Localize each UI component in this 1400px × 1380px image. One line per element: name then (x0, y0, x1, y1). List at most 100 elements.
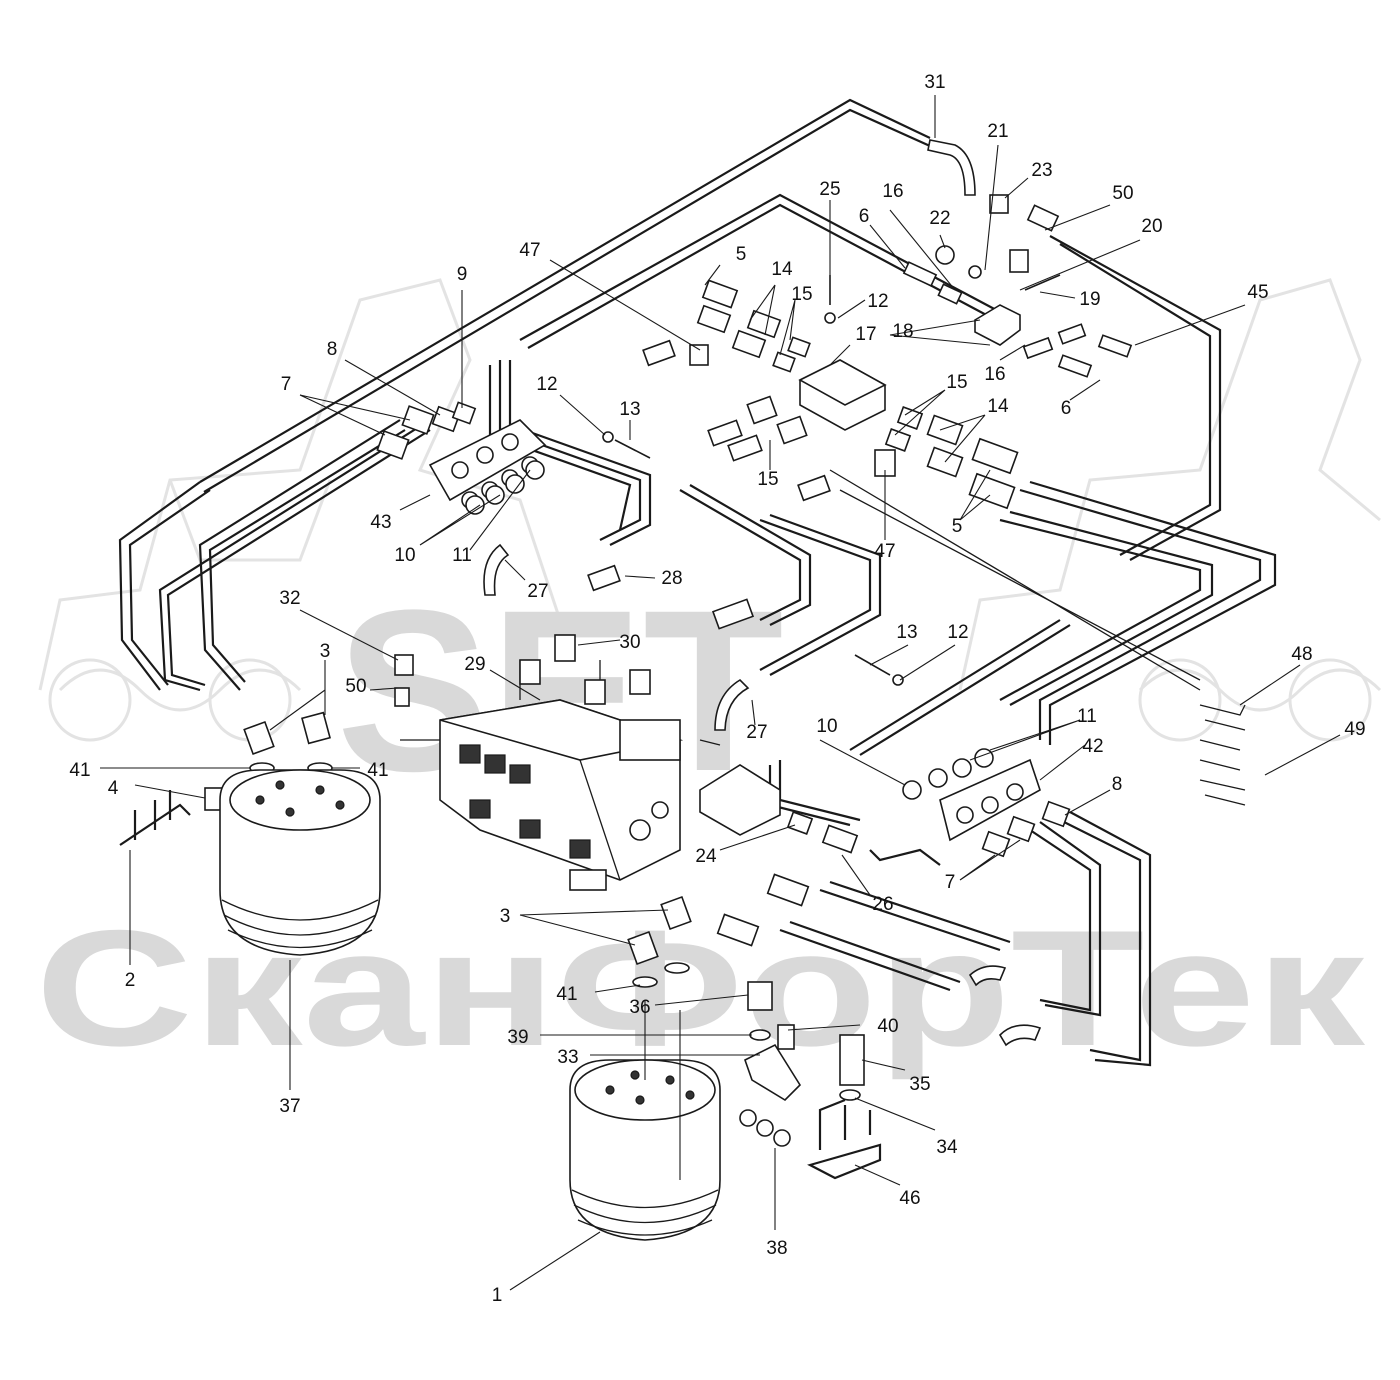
elbow-30 (554, 634, 576, 662)
callout-50-left: 50 (345, 676, 366, 697)
callout-17: 17 (855, 324, 876, 345)
adapter-50-top (1026, 204, 1060, 232)
callout-8-right: 8 (1112, 774, 1123, 795)
plug-22 (935, 245, 955, 265)
callout-41-mid: 41 (367, 760, 388, 781)
callout-16-top: 16 (882, 181, 903, 202)
hose-routing (118, 98, 1277, 1067)
adapter-29-b (584, 679, 606, 705)
callout-30: 30 (619, 632, 640, 653)
callout-labels: 31 21 23 25 16 50 20 6 22 47 5 14 15 12 … (69, 72, 1365, 1306)
fitting-7-right-a (1006, 815, 1036, 843)
callout-27-left: 27 (527, 581, 548, 602)
callout-1: 1 (492, 1285, 503, 1306)
callout-50-top: 50 (1112, 183, 1133, 204)
callout-37: 37 (279, 1096, 300, 1117)
watermark-machine-right (958, 278, 1382, 742)
callout-40: 40 (877, 1016, 898, 1037)
callout-33: 33 (557, 1047, 578, 1068)
leader-lines (100, 95, 1341, 1291)
callout-7-left: 7 (281, 374, 292, 395)
callout-14-top: 14 (771, 259, 793, 280)
seal-10-right-a (902, 780, 922, 800)
callout-41-lower: 41 (556, 984, 577, 1005)
watermark: SET СканФорТек (35, 278, 1382, 1080)
elbow-3-right-b (660, 895, 692, 931)
callout-39: 39 (507, 1027, 528, 1048)
callout-29: 29 (464, 654, 485, 675)
callout-38: 38 (766, 1238, 787, 1259)
o-ring-34 (839, 1089, 861, 1101)
hose-elbow-lower-a (968, 965, 1007, 987)
union-16-right (1022, 336, 1054, 360)
seal-11-right-a (952, 758, 972, 778)
callout-34: 34 (936, 1137, 958, 1158)
seal-11-right-b (974, 748, 994, 768)
valve-block-17-top (798, 359, 887, 406)
fitting-8-right (1041, 800, 1071, 828)
callout-31: 31 (924, 72, 945, 93)
hose-elbow-27-left (483, 543, 510, 596)
valve-35 (839, 1034, 865, 1086)
hose-end-28-left (587, 564, 621, 592)
callout-6-top: 6 (859, 206, 870, 227)
elbow-32 (394, 654, 414, 676)
clamp-49 (1199, 739, 1246, 806)
seal-11-left-b (525, 460, 545, 480)
callout-2: 2 (125, 970, 136, 991)
elbow-3-right-a (627, 930, 659, 966)
callout-41-left: 41 (69, 760, 90, 781)
hose-end-lower-a (766, 873, 810, 907)
callout-26: 26 (872, 894, 893, 915)
adapter-40 (777, 1024, 795, 1050)
elbow-fitting-23 (989, 194, 1009, 214)
hose-end-6-right (1057, 354, 1093, 378)
seal-10-right-b (928, 768, 948, 788)
plug-36 (747, 981, 773, 1011)
callout-20: 20 (1141, 216, 1162, 237)
callout-28: 28 (661, 568, 682, 589)
fitting-8-left (431, 405, 461, 433)
callout-11-left: 11 (452, 545, 472, 566)
callout-14-right: 14 (987, 396, 1009, 417)
clamp-48 (1199, 704, 1246, 731)
bolt-13-right (854, 654, 891, 676)
bolt-20 (1024, 274, 1061, 291)
hose-elbow-31 (927, 139, 976, 196)
callout-24: 24 (695, 846, 717, 867)
callout-48: 48 (1291, 644, 1312, 665)
callout-16-right: 16 (984, 364, 1005, 385)
adapter-50-lower (1009, 249, 1029, 273)
callout-49: 49 (1344, 719, 1365, 740)
elbow-3-left-b (301, 711, 331, 745)
hose-elbow-27-right (714, 678, 750, 731)
hose-end-45 (1097, 334, 1133, 358)
callout-12-top: 12 (867, 291, 888, 312)
bulkhead-plate-42 (939, 758, 1041, 842)
seal-21 (968, 265, 982, 279)
fitting-7-right-b (981, 830, 1011, 858)
washer-12-right (892, 674, 904, 686)
callout-46: 46 (899, 1188, 920, 1209)
callout-47-mid: 47 (874, 541, 895, 562)
block-33 (744, 1043, 802, 1102)
callout-43: 43 (370, 512, 391, 533)
bracket-2 (119, 790, 191, 846)
callout-35: 35 (909, 1074, 930, 1095)
hose-end-28-right (711, 598, 755, 630)
callout-10-right: 10 (816, 716, 837, 737)
callout-45: 45 (1247, 282, 1268, 303)
union-16-upper (1057, 323, 1087, 345)
callout-13-right: 13 (896, 622, 917, 643)
callout-11-right: 11 (1077, 706, 1097, 727)
callout-10-left: 10 (394, 545, 415, 566)
washer-12-top (824, 312, 836, 324)
adapter-50-left (394, 687, 410, 707)
bracket-46 (807, 1098, 882, 1180)
travel-motor-37 (219, 769, 381, 956)
manifold-block-18 (974, 304, 1021, 346)
fitting-7-b (401, 405, 435, 435)
bolt-13-left (614, 439, 651, 459)
